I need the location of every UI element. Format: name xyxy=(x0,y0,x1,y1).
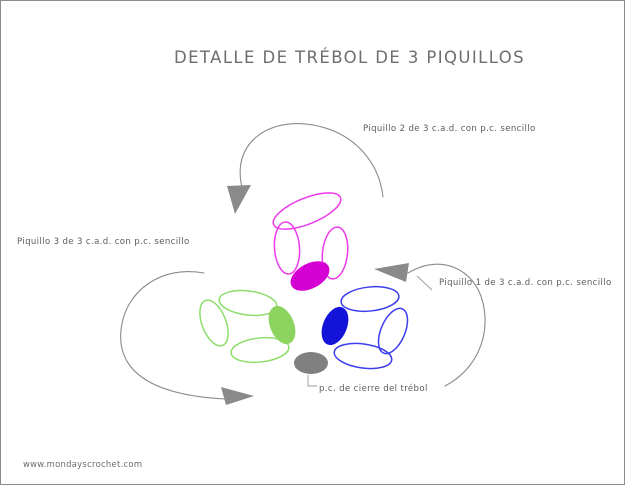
arrow-bottom-left-counterclockwise xyxy=(120,271,254,405)
cluster-piquillo-2-magenta xyxy=(272,192,349,291)
loop-filled-green xyxy=(268,305,296,345)
loop-outline xyxy=(321,226,349,280)
loop-outline xyxy=(377,307,409,355)
cluster-piquillo-1-blue xyxy=(321,285,409,370)
loop-outline xyxy=(230,336,290,364)
loop-filled-blue xyxy=(321,306,349,346)
loop-filled-magenta xyxy=(290,261,330,291)
label-piquillo-1: Piquillo 1 de 3 c.a.d. con p.c. sencillo xyxy=(439,278,612,288)
center-closing-stitch-marker xyxy=(294,352,328,374)
leader-line-center-stitch xyxy=(307,375,317,387)
watermark-url: www.mondayscrochet.com xyxy=(23,459,142,469)
page-title: DETALLE DE TRÉBOL DE 3 PIQUILLOS xyxy=(174,48,525,67)
arrow-top-counterclockwise xyxy=(227,123,384,214)
label-piquillo-2: Piquillo 2 de 3 c.a.d. con p.c. sencillo xyxy=(363,124,536,134)
leader-line-piquillo-1 xyxy=(416,275,433,291)
label-center-stitch: p.c. de cierre del trébol xyxy=(319,383,428,394)
cluster-piquillo-3-green xyxy=(199,289,296,364)
loop-outline xyxy=(273,221,301,275)
loop-outline xyxy=(199,299,229,347)
loop-outline xyxy=(340,285,400,313)
label-piquillo-3: Piquillo 3 de 3 c.a.d. con p.c. sencillo xyxy=(17,237,190,247)
arrow-right-counterclockwise xyxy=(374,263,486,387)
loop-outline xyxy=(272,192,342,230)
loop-outline xyxy=(333,342,393,370)
